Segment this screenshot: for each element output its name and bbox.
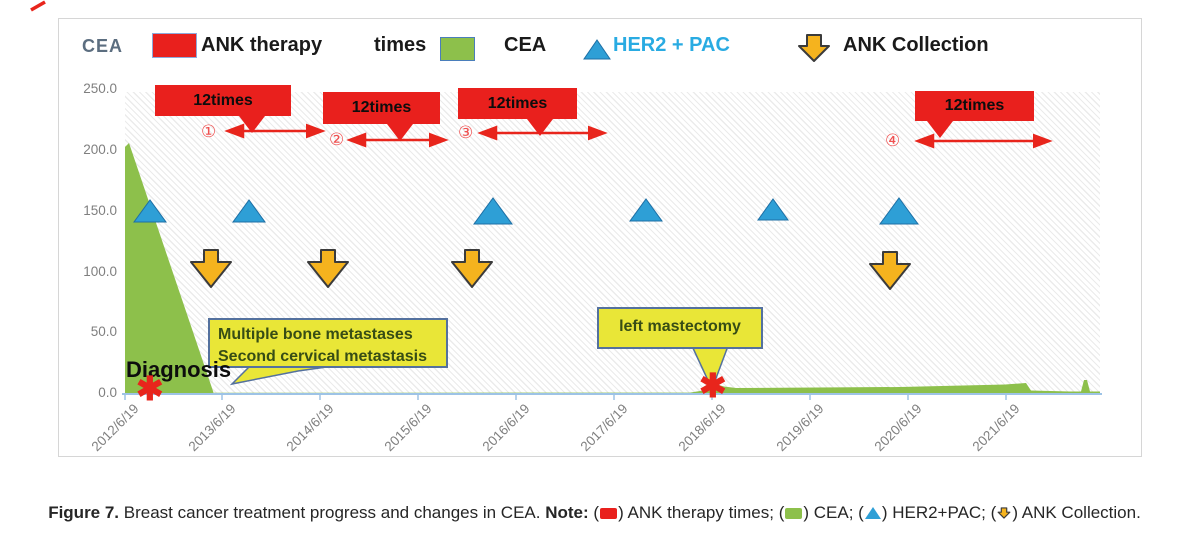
legend-green-rect-swatch — [440, 37, 475, 61]
legend-label-ank-collection: ANK Collection — [843, 34, 989, 56]
legend-ank-collection-arrow-icon — [798, 34, 830, 62]
y-axis-title: CEA — [82, 36, 124, 56]
y-tick: 150.0 — [83, 203, 117, 218]
callout-pointer — [239, 116, 265, 133]
note-3-post: ) HER2+PAC; — [881, 503, 991, 522]
y-tick: 0.0 — [98, 385, 117, 400]
note-4-pre: ( — [990, 503, 997, 522]
legend-label-times: times — [374, 34, 427, 56]
therapy-callout-label: 12times — [487, 94, 548, 112]
note-2-post: ) CEA; — [803, 503, 859, 522]
mastectomy-marker: ✱ — [699, 367, 727, 404]
metastasis-callout-line1: Multiple bone metastases — [218, 326, 413, 343]
callout-pointer — [927, 121, 953, 138]
therapy-callout-4: 12times — [915, 91, 1034, 138]
y-tick: 250.0 — [83, 81, 117, 96]
course-number-2: ② — [329, 130, 345, 149]
therapy-callout-3: 12times — [458, 88, 577, 136]
note-3-pre: ( — [858, 503, 864, 522]
metastasis-callout-line2: Second cervical metastasis — [218, 347, 428, 365]
legend-label-cea: CEA — [504, 34, 547, 56]
therapy-callout-2: 12times — [323, 92, 440, 141]
note-1-pre: ( — [588, 503, 600, 522]
legend-label-ank-therapy: ANK therapy — [201, 34, 323, 56]
note-label: Note: — [545, 503, 589, 522]
y-tick: 200.0 — [83, 142, 117, 157]
y-tick: 50.0 — [90, 324, 117, 339]
red-pen-mark — [30, 0, 46, 12]
therapy-callout-label: 12times — [351, 99, 412, 116]
course-number-3: ③ — [458, 123, 474, 142]
callout-pointer — [387, 124, 413, 141]
diagnosis-marker: ✱ — [136, 370, 164, 407]
green-rect-icon — [785, 508, 803, 519]
note-1-post: ) ANK therapy times; — [618, 503, 779, 522]
red-rect-icon — [600, 508, 618, 519]
figure-caption: Figure 7. Breast cancer treatment progre… — [0, 503, 1189, 523]
legend-blue-triangle-icon — [583, 39, 611, 60]
legend-label-her2-pac: HER2 + PAC — [613, 34, 730, 56]
course-number-4: ④ — [885, 131, 901, 150]
blue-triangle-icon — [864, 507, 881, 519]
caption-text: Breast cancer treatment progress and cha… — [119, 503, 546, 522]
mastectomy-callout-label: left mastectomy — [619, 318, 741, 335]
y-tick: 100.0 — [83, 264, 117, 279]
note-2-pre: ( — [778, 503, 785, 522]
note-4-post: ) ANK Collection. — [1012, 503, 1141, 522]
mastectomy-callout: left mastectomy — [597, 307, 763, 349]
metastasis-callout: Multiple bone metastases Second cervical… — [208, 318, 448, 368]
therapy-callout-label: 12times — [944, 97, 1005, 114]
orange-down-arrow-icon — [997, 507, 1011, 519]
callout-pointer — [527, 119, 553, 136]
diagnosis-label: Diagnosis — [126, 357, 232, 382]
figure-number: Figure 7. — [48, 503, 120, 522]
therapy-callout-1: 12times — [155, 85, 291, 133]
course-number-1: ① — [201, 122, 217, 141]
legend-red-rect-swatch — [152, 33, 197, 58]
therapy-callout-label: 12times — [193, 91, 253, 109]
